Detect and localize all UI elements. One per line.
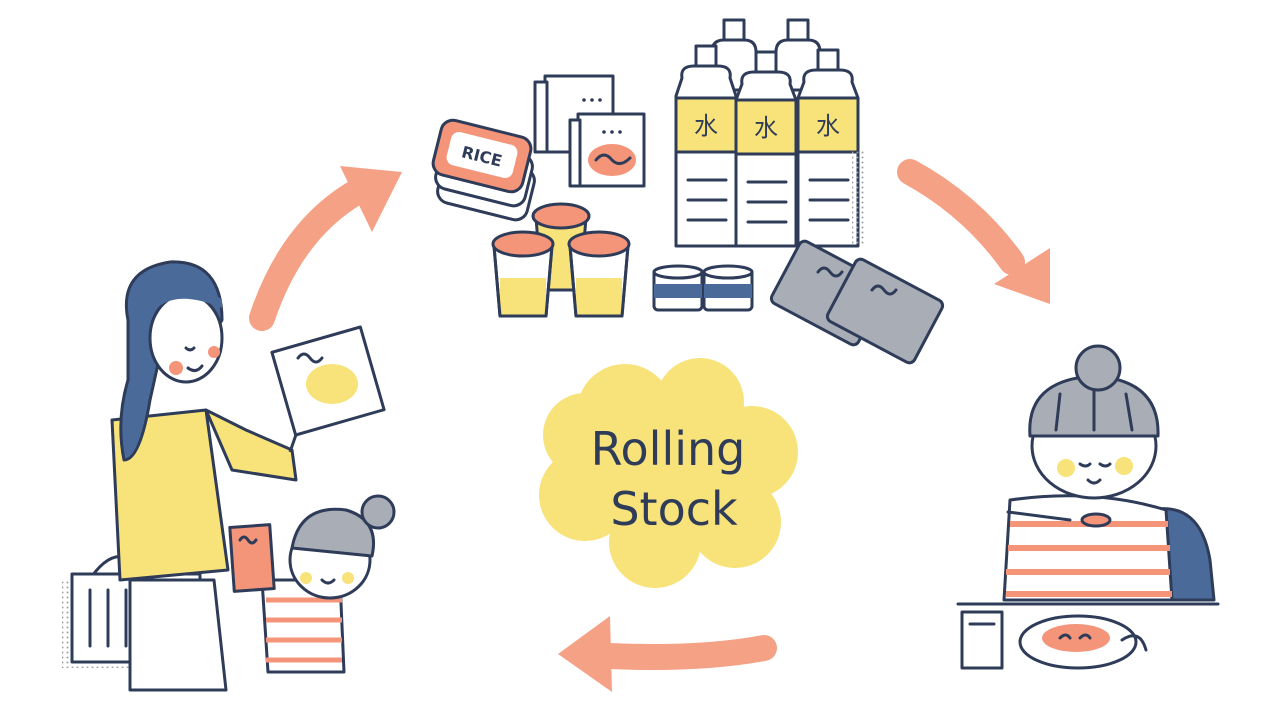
water-label-1: 水 <box>694 112 718 140</box>
retort-pouches <box>769 239 945 365</box>
stockpile-group: RICE <box>431 18 945 365</box>
cup-noodles <box>491 202 631 318</box>
rice-packs: RICE <box>431 118 536 222</box>
center-title-line1: Rolling <box>591 422 746 476</box>
water-label-2: 水 <box>754 114 778 142</box>
arrow-top-left <box>249 166 402 331</box>
eating-child-group <box>956 344 1220 670</box>
retort-boxes <box>533 74 646 188</box>
water-label-3: 水 <box>816 112 840 140</box>
child-shopper <box>228 494 396 674</box>
arrow-bottom <box>558 616 777 692</box>
water-bottles: 水 水 水 <box>674 18 866 248</box>
arrow-top-right <box>897 159 1050 304</box>
center-cloud: Rolling Stock <box>539 358 798 588</box>
center-title-line2: Stock <box>610 482 738 536</box>
canned-goods <box>652 264 754 312</box>
shopper-group <box>62 260 396 692</box>
